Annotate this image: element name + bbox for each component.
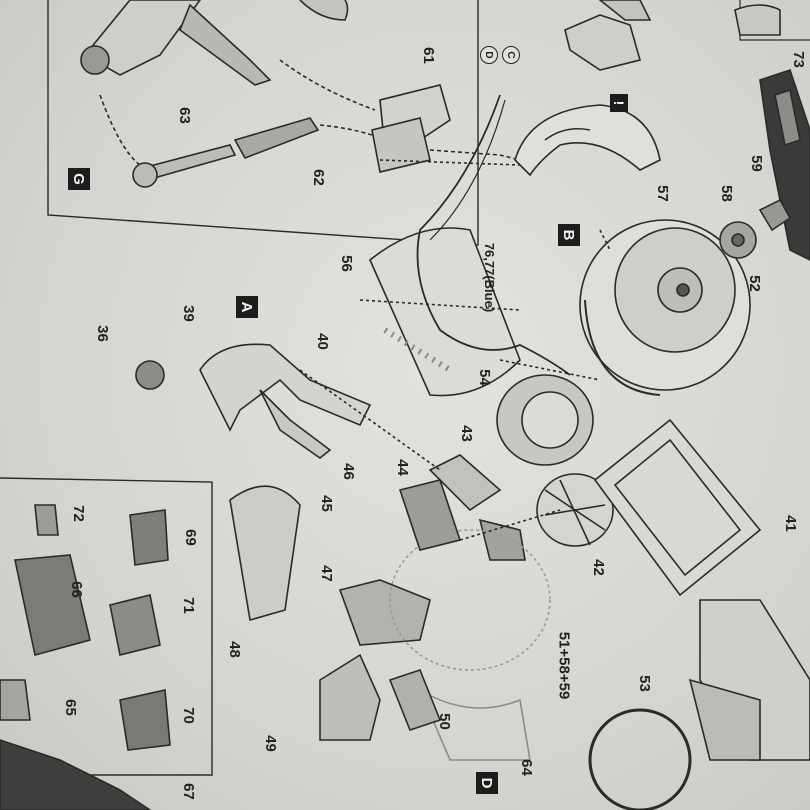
arm-part [83,0,201,76]
part-label-61: 61 [419,47,437,64]
part-label-52: 52 [745,275,763,292]
part-label-62: 62 [309,169,327,186]
part-label-57: 57 [653,185,671,202]
part-label-54: 54 [475,369,493,386]
rail-part [759,68,810,261]
part-56-shell [369,227,521,397]
part-41-tray [593,418,762,597]
part-label-64: 64 [517,759,535,776]
part-label-48: 48 [225,641,243,658]
part-label-47: 47 [317,565,335,582]
part-label-67: 67 [179,783,197,800]
wire-label: 76,77(Blue) [482,242,498,313]
part-label-63: 63 [175,107,193,124]
part-label-45: 45 [317,495,335,512]
part-label-70: 70 [179,707,197,724]
part-label-41: 41 [781,515,799,532]
part-label-40: 40 [313,333,331,350]
part-label-66: 66 [67,581,85,598]
part-label-71: 71 [179,597,197,614]
part-label-46: 46 [339,463,357,480]
step-b-marker: B [558,224,580,246]
step-g-marker: G [68,168,90,190]
part-label-51-58-59: 51+58+59 [555,631,573,700]
connector-c-mark: C [502,46,520,64]
part-label-49: 49 [261,735,279,752]
part-label-72: 72 [69,505,87,522]
part-label-73: 73 [789,51,807,68]
part-53-ring [588,708,692,810]
part-label-42: 42 [589,559,607,576]
parts-box-frame [0,477,213,776]
step-a-marker: A [236,296,258,318]
part-label-44: 44 [393,459,411,476]
part-label-43: 43 [457,425,475,442]
part-label-59: 59 [747,155,765,172]
warning-icon: ! [610,94,628,112]
connector-d-mark: D [480,46,498,64]
part-label-53: 53 [635,675,653,692]
part-label-69: 69 [181,529,199,546]
panel-g-frame [47,0,479,246]
part-label-56: 56 [337,255,355,272]
part-label-65: 65 [61,699,79,716]
step-d-marker: D [476,772,498,794]
part-label-39: 39 [179,305,197,322]
part-label-50: 50 [435,713,453,730]
part-label-58: 58 [717,185,735,202]
part-label-36: 36 [93,325,111,342]
